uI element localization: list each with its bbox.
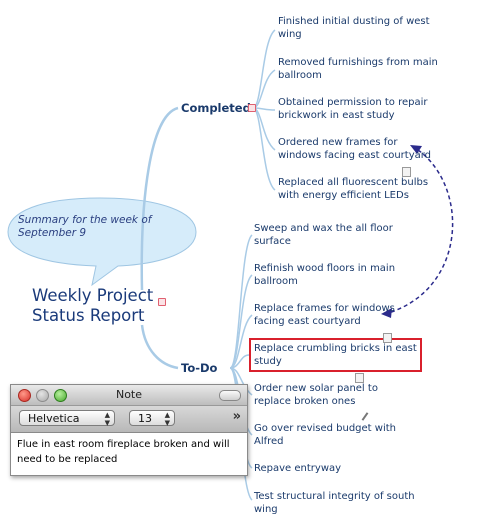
todo-item[interactable]: Replace frames for windows facing east c… xyxy=(254,302,395,328)
topic-line: Replace frames for windows xyxy=(254,303,395,314)
callout-bubble[interactable] xyxy=(7,197,197,287)
note-icon[interactable] xyxy=(402,167,411,177)
topic-line: Refinish wood floors in main xyxy=(254,263,396,274)
topic-line: windows facing east courtyard xyxy=(278,150,432,161)
callout-text[interactable]: Summary for the week of September 9 xyxy=(18,214,151,240)
zoom-window-button[interactable] xyxy=(54,389,67,402)
topic-line: Removed furnishings from main xyxy=(278,57,438,68)
branch-completed[interactable]: Completed xyxy=(181,101,251,115)
todo-item[interactable]: Repave entryway xyxy=(254,462,341,475)
central-collapse-marker[interactable] xyxy=(158,298,166,306)
relationship-arrowhead-bottom xyxy=(381,308,392,318)
branch-todo[interactable]: To-Do xyxy=(181,361,218,375)
todo-item[interactable]: Refinish wood floors in main ballroom xyxy=(254,262,395,288)
topic-line: Go over revised budget with xyxy=(254,423,397,434)
todo-item-selected[interactable]: Replace crumbling bricks in east study xyxy=(249,338,422,372)
completed-item[interactable]: Replaced all fluorescent bulbs with ener… xyxy=(278,176,428,202)
topic-line: Obtained permission to repair xyxy=(278,97,428,108)
topic-line: wing xyxy=(254,504,278,515)
callout-line2: September 9 xyxy=(18,227,87,239)
topic-line: Replace crumbling bricks in east xyxy=(254,343,417,354)
topic-line: wing xyxy=(278,29,302,40)
topic-line: Order new solar panel to xyxy=(254,383,378,394)
completed-item[interactable]: Removed furnishings from main ballroom xyxy=(278,56,438,82)
central-topic-line1: Weekly Project xyxy=(32,286,154,305)
topic-line: study xyxy=(254,356,282,367)
completed-item[interactable]: Ordered new frames for windows facing ea… xyxy=(278,136,431,162)
topic-line: Sweep and wax the all floor xyxy=(254,223,393,234)
topic-line: with energy efficient LEDs xyxy=(278,190,409,201)
topic-line: replace broken ones xyxy=(254,396,356,407)
font-size-select[interactable]: 13 ▲▼ xyxy=(129,410,175,427)
font-size-value: 13 xyxy=(138,412,152,425)
note-text-area[interactable]: Flue in east room fireplace broken and w… xyxy=(17,439,230,465)
topic-line: Ordered new frames for xyxy=(278,137,398,148)
todo-item[interactable]: Sweep and wax the all floor surface xyxy=(254,222,393,248)
todo-item[interactable]: Test structural integrity of south wing xyxy=(254,490,415,516)
note-toolbar: Helvetica ▲▼ 13 ▲▼ » xyxy=(11,406,247,433)
close-window-button[interactable] xyxy=(18,389,31,402)
completed-item[interactable]: Obtained permission to repair brickwork … xyxy=(278,96,427,122)
topic-line: surface xyxy=(254,236,291,247)
note-icon[interactable] xyxy=(355,373,364,383)
topic-line: Alfred xyxy=(254,436,284,447)
font-family-value: Helvetica xyxy=(28,412,80,425)
double-chevron-right-icon[interactable]: » xyxy=(232,409,241,424)
topic-line: facing east courtyard xyxy=(254,316,361,327)
completed-item[interactable]: Finished initial dusting of west wing xyxy=(278,15,430,41)
select-arrows-icon: ▲▼ xyxy=(104,411,110,427)
topic-line: Repave entryway xyxy=(254,463,342,474)
central-topic-line2: Status Report xyxy=(32,306,145,325)
topic-line: brickwork in east study xyxy=(278,110,395,121)
minimize-window-button[interactable] xyxy=(36,389,49,402)
note-titlebar[interactable]: Note xyxy=(11,385,247,406)
font-family-select[interactable]: Helvetica ▲▼ xyxy=(19,410,115,427)
note-window[interactable]: Note Helvetica ▲▼ 13 ▲▼ » Flue in east r… xyxy=(10,384,248,476)
callout-line1: Summary for the week of xyxy=(18,214,152,226)
topic-line: ballroom xyxy=(254,276,298,287)
relationship-line[interactable] xyxy=(384,145,454,315)
central-topic[interactable]: Weekly Project Status Report xyxy=(32,286,153,326)
toolbar-toggle-button[interactable] xyxy=(219,390,241,401)
topic-line: ballroom xyxy=(278,70,322,81)
completed-connectors xyxy=(252,29,276,191)
note-icon[interactable] xyxy=(383,333,392,343)
branch-line-todo xyxy=(140,324,179,370)
note-window-title: Note xyxy=(115,388,143,401)
todo-item[interactable]: Order new solar panel to replace broken … xyxy=(254,382,378,408)
select-arrows-icon: ▲▼ xyxy=(164,411,170,427)
todo-item[interactable]: Go over revised budget with Alfred xyxy=(254,422,396,448)
topic-line: Finished initial dusting of west xyxy=(278,16,430,27)
topic-line: Test structural integrity of south xyxy=(254,491,415,502)
topic-line: Replaced all fluorescent bulbs xyxy=(278,177,429,188)
branch-line-completed xyxy=(140,106,179,291)
completed-collapse-marker[interactable] xyxy=(248,104,256,112)
relationship-arrowhead-top xyxy=(410,145,422,154)
